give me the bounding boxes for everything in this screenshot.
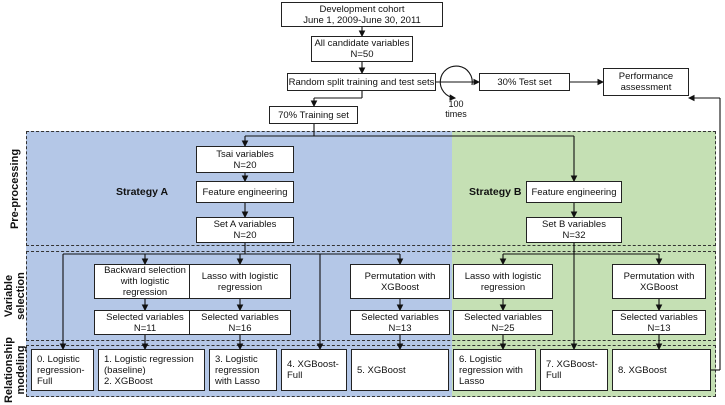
- selected-variables-n25-box: Selected variables N=25: [453, 310, 553, 335]
- strategy-b-permutation-box: Permutation with XGBoost: [612, 264, 706, 299]
- repeat-times-label: 100 times: [445, 99, 467, 119]
- strategy-a-feature-engineering-box: Feature engineering: [196, 181, 294, 203]
- set-a-variables-box: Set A variables N=20: [196, 217, 294, 243]
- performance-assessment-box: Performance assessment: [603, 68, 689, 96]
- selected-variables-n11-box: Selected variables N=11: [94, 310, 196, 335]
- strategy-a-permutation-box: Permutation with XGBoost: [350, 264, 450, 299]
- development-cohort-box: Development cohort June 1, 2009-June 30,…: [281, 2, 443, 27]
- model-4-box: 4. XGBoost- Full: [281, 349, 347, 391]
- strategy-a-label: Strategy A: [116, 186, 169, 198]
- strategy-b-label: Strategy B: [469, 186, 522, 198]
- random-split-box: Random split training and test sets: [287, 73, 436, 91]
- model-8-box: 8. XGBoost: [612, 349, 711, 391]
- variable-selection-panel: [26, 251, 716, 341]
- selected-variables-n16-box: Selected variables N=16: [189, 310, 291, 335]
- model-0-box: 0. Logistic regression- Full: [31, 349, 94, 391]
- strategy-a-lasso-box: Lasso with logistic regression: [189, 264, 291, 299]
- model-3-box: 3. Logistic regression with Lasso: [209, 349, 277, 391]
- strategy-b-lasso-box: Lasso with logistic regression: [453, 264, 553, 299]
- test-set-box: 30% Test set: [479, 73, 570, 91]
- model-1-2-box: 1. Logistic regression (baseline) 2. XGB…: [98, 349, 205, 391]
- backward-selection-box: Backward selection with logistic regress…: [94, 264, 196, 299]
- tsai-variables-box: Tsai variables N=20: [196, 146, 294, 173]
- candidate-variables-box: All candidate variables N=50: [311, 36, 413, 62]
- model-5-box: 5. XGBoost: [351, 349, 449, 391]
- strategy-b-selected-variables-n13-box: Selected variables N=13: [612, 310, 706, 335]
- model-6-box: 6. Logistic regression with Lasso: [453, 349, 536, 391]
- preprocessing-panel: [26, 131, 716, 246]
- training-set-box: 70% Training set: [269, 106, 358, 124]
- model-7-box: 7. XGBoost- Full: [540, 349, 608, 391]
- strategy-a-selected-variables-n13-box: Selected variables N=13: [350, 310, 450, 335]
- relationship-modeling-panel: [26, 345, 716, 397]
- set-b-variables-box: Set B variables N=32: [526, 217, 622, 243]
- strategy-b-feature-engineering-box: Feature engineering: [526, 181, 622, 203]
